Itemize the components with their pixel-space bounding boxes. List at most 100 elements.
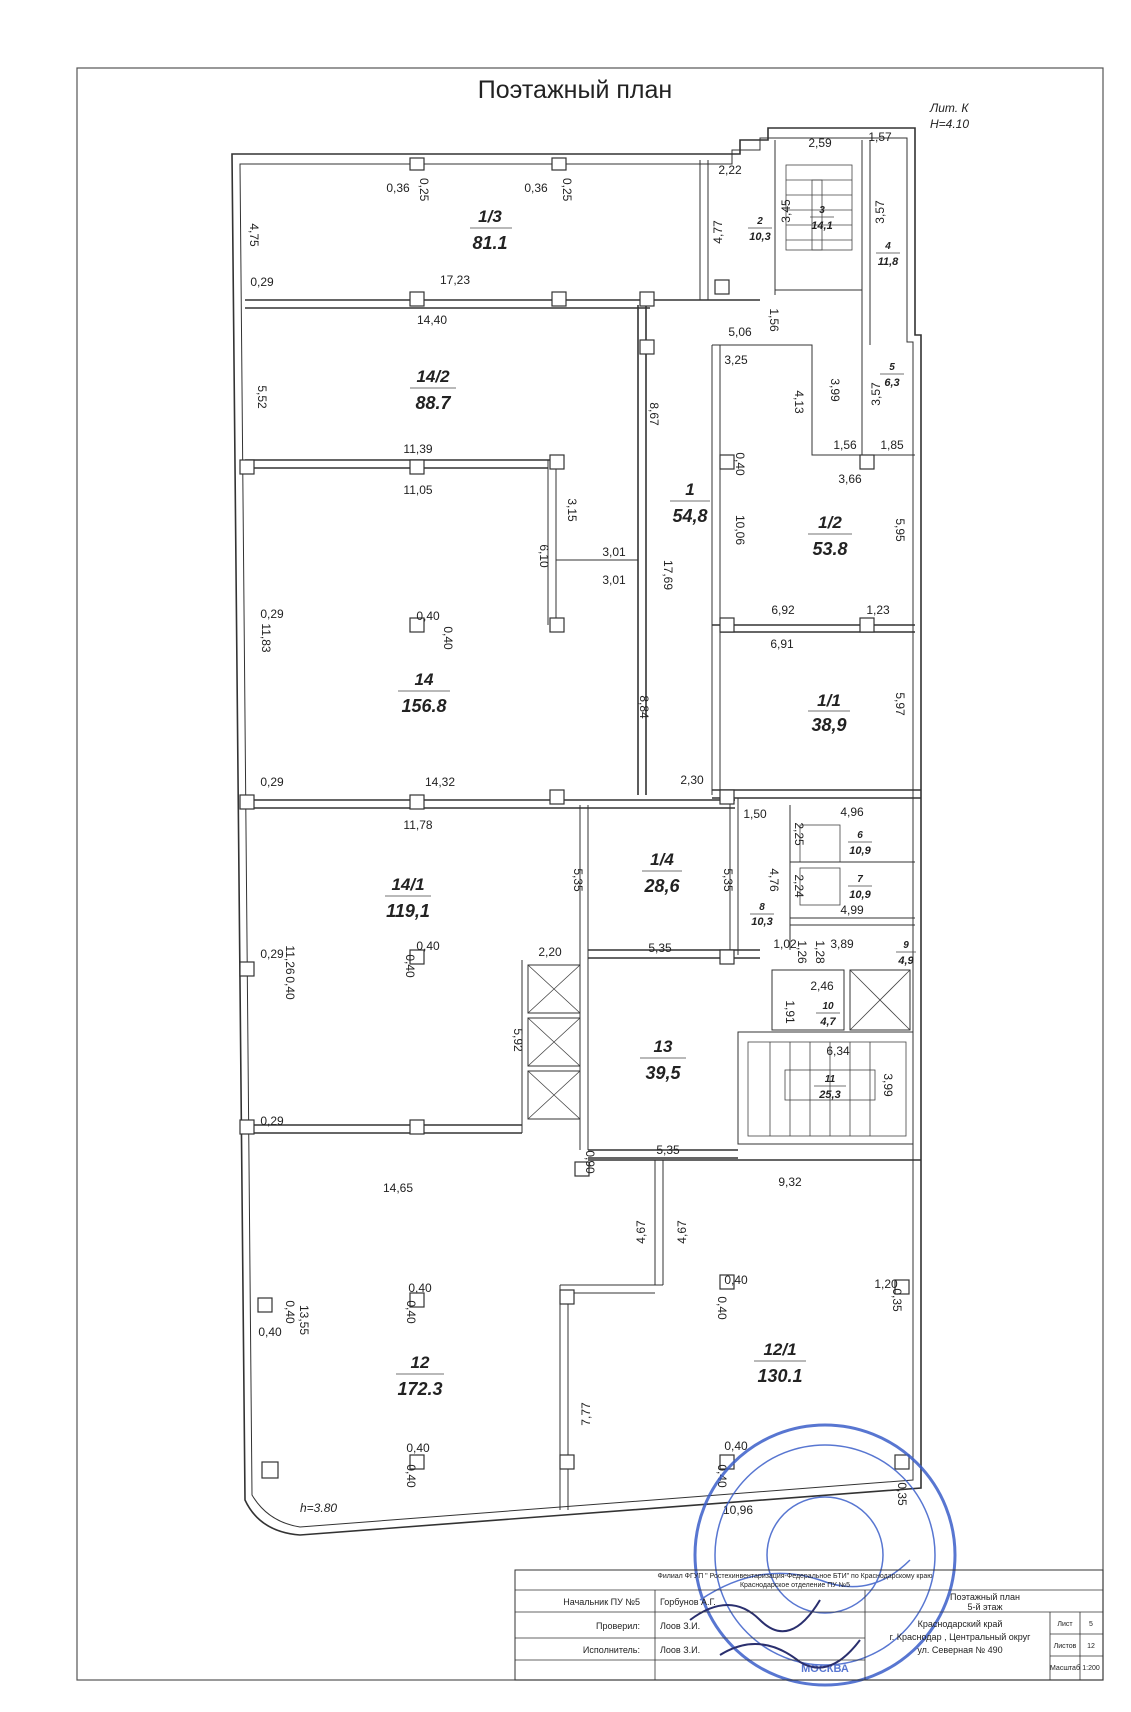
svg-text:Краснодарское отделение ПУ №5: Краснодарское отделение ПУ №5: [740, 1582, 850, 1589]
svg-text:г. Краснодар , Центральный окр: г. Краснодар , Центральный округ: [890, 1632, 1032, 1642]
svg-text:0,29: 0,29: [260, 947, 284, 961]
svg-text:5: 5: [889, 362, 895, 373]
columns: [239, 157, 910, 1479]
svg-text:0,40: 0,40: [416, 609, 440, 623]
room-10: 104,7: [816, 1001, 840, 1028]
official-stamp: МОСКВА: [693, 1423, 957, 1687]
svg-text:3,45: 3,45: [779, 199, 793, 223]
svg-text:3,99: 3,99: [881, 1073, 895, 1097]
page-border: [76, 67, 1104, 1681]
svg-text:4,99: 4,99: [840, 903, 864, 917]
svg-text:156.8: 156.8: [401, 696, 446, 716]
svg-text:3: 3: [819, 205, 825, 216]
room-5: 56,3: [880, 362, 904, 389]
svg-text:5,35: 5,35: [571, 868, 585, 892]
svg-text:0,35: 0,35: [895, 1482, 909, 1506]
svg-text:38,9: 38,9: [811, 715, 846, 735]
svg-text:7,77: 7,77: [579, 1402, 593, 1426]
svg-text:10,96: 10,96: [723, 1503, 753, 1517]
svg-text:2,20: 2,20: [538, 945, 562, 959]
svg-text:11,05: 11,05: [403, 483, 432, 497]
svg-text:Исполнитель:: Исполнитель:: [583, 1645, 640, 1655]
svg-text:0,29: 0,29: [260, 1114, 284, 1128]
svg-text:11,39: 11,39: [403, 442, 432, 456]
svg-text:28,6: 28,6: [643, 876, 680, 896]
svg-text:5,35: 5,35: [721, 868, 735, 892]
svg-text:3,89: 3,89: [830, 937, 854, 951]
svg-text:Начальник ПУ №5: Начальник ПУ №5: [563, 1597, 640, 1607]
svg-text:0,40: 0,40: [441, 626, 455, 650]
svg-text:h=3.80: h=3.80: [300, 1501, 337, 1515]
svg-text:2,46: 2,46: [810, 979, 834, 993]
svg-text:11,83: 11,83: [259, 623, 273, 652]
svg-text:1:200: 1:200: [1082, 1665, 1100, 1672]
room-1-3: 1/381.1: [470, 207, 512, 253]
liter-label: Лит. К: [929, 101, 969, 115]
svg-text:5,35: 5,35: [648, 941, 672, 955]
room-labels: 1/381.1 210,3 314,1 411,8 56,3 14/288.7 …: [385, 205, 916, 1399]
svg-text:0,35: 0,35: [890, 1288, 904, 1312]
svg-text:0,40: 0,40: [403, 954, 417, 978]
svg-text:6,92: 6,92: [771, 603, 795, 617]
svg-text:14,40: 14,40: [417, 313, 447, 327]
svg-text:5: 5: [1089, 1621, 1093, 1628]
svg-text:ул. Северная № 490: ул. Северная № 490: [917, 1645, 1002, 1655]
svg-text:8: 8: [759, 902, 765, 913]
room-1-4: 1/428,6: [642, 850, 682, 896]
svg-text:1,02: 1,02: [773, 937, 797, 951]
svg-text:1,85: 1,85: [880, 438, 904, 452]
svg-text:2,22: 2,22: [718, 163, 742, 177]
height-top-label: Н=4.10: [930, 117, 969, 131]
svg-text:0,40: 0,40: [406, 1441, 430, 1455]
svg-text:4,7: 4,7: [819, 1016, 836, 1028]
svg-text:12: 12: [411, 1353, 430, 1372]
room-3: 314,1: [810, 205, 834, 232]
svg-text:6,10: 6,10: [537, 544, 551, 568]
svg-text:4,67: 4,67: [634, 1220, 648, 1244]
svg-text:1/2: 1/2: [818, 513, 842, 532]
svg-text:0,40: 0,40: [408, 1281, 432, 1295]
svg-text:3,01: 3,01: [602, 573, 626, 587]
svg-text:11,8: 11,8: [878, 256, 899, 268]
svg-text:5,92: 5,92: [511, 1028, 525, 1052]
svg-text:1: 1: [685, 480, 694, 499]
svg-text:14,65: 14,65: [383, 1181, 413, 1195]
svg-text:5,06: 5,06: [728, 325, 752, 339]
building-walls: [231, 127, 922, 1536]
svg-text:1,28: 1,28: [813, 940, 827, 964]
svg-text:10,3: 10,3: [751, 916, 772, 928]
signatures: [689, 1599, 861, 1669]
svg-text:1,91: 1,91: [783, 1000, 797, 1024]
svg-text:6,34: 6,34: [826, 1044, 850, 1058]
svg-text:4: 4: [884, 241, 891, 252]
svg-text:Филиал ФГУП " Ростехинвентариз: Филиал ФГУП " Ростехинвентаризация-Федер…: [658, 1573, 933, 1580]
svg-text:54,8: 54,8: [672, 506, 707, 526]
svg-text:3,15: 3,15: [565, 498, 579, 522]
svg-text:1,26: 1,26: [795, 940, 809, 964]
svg-text:Краснодарский край: Краснодарский край: [918, 1619, 1003, 1629]
svg-text:2,59: 2,59: [808, 136, 832, 150]
svg-text:5,35: 5,35: [656, 1143, 680, 1157]
svg-text:Лист: Лист: [1057, 1621, 1073, 1628]
svg-text:4,76: 4,76: [767, 868, 781, 892]
svg-text:0,40: 0,40: [724, 1439, 748, 1453]
svg-text:4,77: 4,77: [711, 220, 725, 244]
svg-text:6,91: 6,91: [770, 637, 794, 651]
svg-text:53.8: 53.8: [812, 539, 847, 559]
svg-text:Лоов З.И.: Лоов З.И.: [660, 1621, 700, 1631]
svg-text:0,40: 0,40: [416, 939, 440, 953]
room-9: 94,9: [896, 940, 916, 967]
svg-text:1/1: 1/1: [817, 691, 841, 710]
svg-text:2,30: 2,30: [680, 773, 704, 787]
svg-text:0,29: 0,29: [250, 275, 274, 289]
svg-text:119,1: 119,1: [386, 901, 430, 921]
svg-text:0,40: 0,40: [733, 452, 747, 476]
svg-text:3,57: 3,57: [869, 382, 883, 406]
svg-text:0,40: 0,40: [724, 1273, 748, 1287]
svg-text:0,40: 0,40: [404, 1300, 418, 1324]
